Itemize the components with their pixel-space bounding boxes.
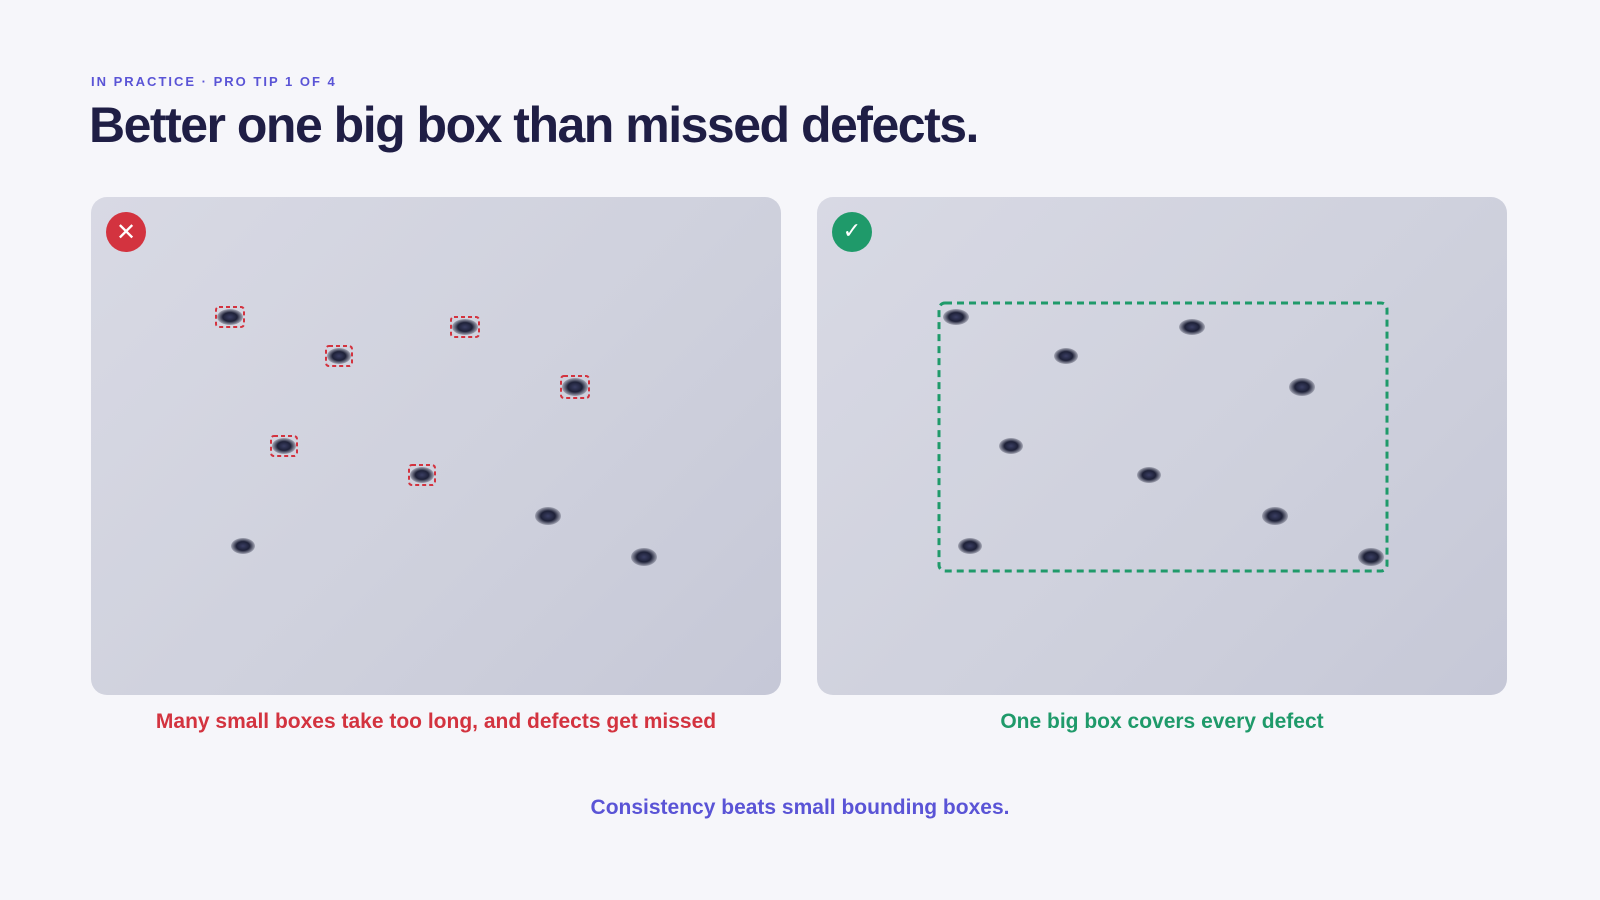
footer-tagline: Consistency beats small bounding boxes.: [590, 796, 1010, 819]
check-icon: ✓: [832, 212, 872, 252]
defect-spot: [452, 319, 478, 335]
defect-spot: [327, 348, 351, 364]
defect-spot: [1358, 548, 1384, 566]
defect-spot: [272, 438, 296, 454]
defect-spot: [1179, 319, 1205, 335]
defect-spot: [999, 438, 1023, 454]
defect-spot: [1054, 348, 1078, 364]
small-bounding-box: [560, 375, 590, 399]
defect-spot: [943, 309, 969, 325]
defect-spot: [535, 507, 561, 525]
good-example-caption: One big box covers every defect: [1000, 710, 1324, 733]
defect-spot: [631, 548, 657, 566]
good-example-illustration: [937, 301, 1389, 573]
bad-example-caption: Many small boxes take too long, and defe…: [155, 710, 717, 733]
bad-example-illustration: [215, 306, 657, 566]
small-bounding-box: [450, 316, 480, 338]
good-example-panel: ✓: [817, 197, 1507, 695]
defect-spot: [231, 538, 255, 554]
small-bounding-box: [215, 306, 245, 328]
bad-example-panel: ✕: [91, 197, 781, 695]
defect-spot: [410, 467, 434, 483]
cross-icon: ✕: [106, 212, 146, 252]
defect-spot: [1137, 467, 1161, 483]
defect-spot: [1289, 378, 1315, 396]
defect-spot: [1262, 507, 1288, 525]
eyebrow-label: IN PRACTICE · PRO TIP 1 OF 4: [91, 74, 337, 89]
small-bounding-box: [408, 464, 436, 486]
small-bounding-box: [270, 435, 298, 457]
defect-spot: [217, 309, 243, 325]
small-bounding-box: [325, 345, 353, 367]
big-bounding-box: [937, 301, 1389, 573]
page-title: Better one big box than missed defects.: [89, 97, 979, 153]
defect-spot: [562, 378, 588, 396]
defect-spot: [958, 538, 982, 554]
